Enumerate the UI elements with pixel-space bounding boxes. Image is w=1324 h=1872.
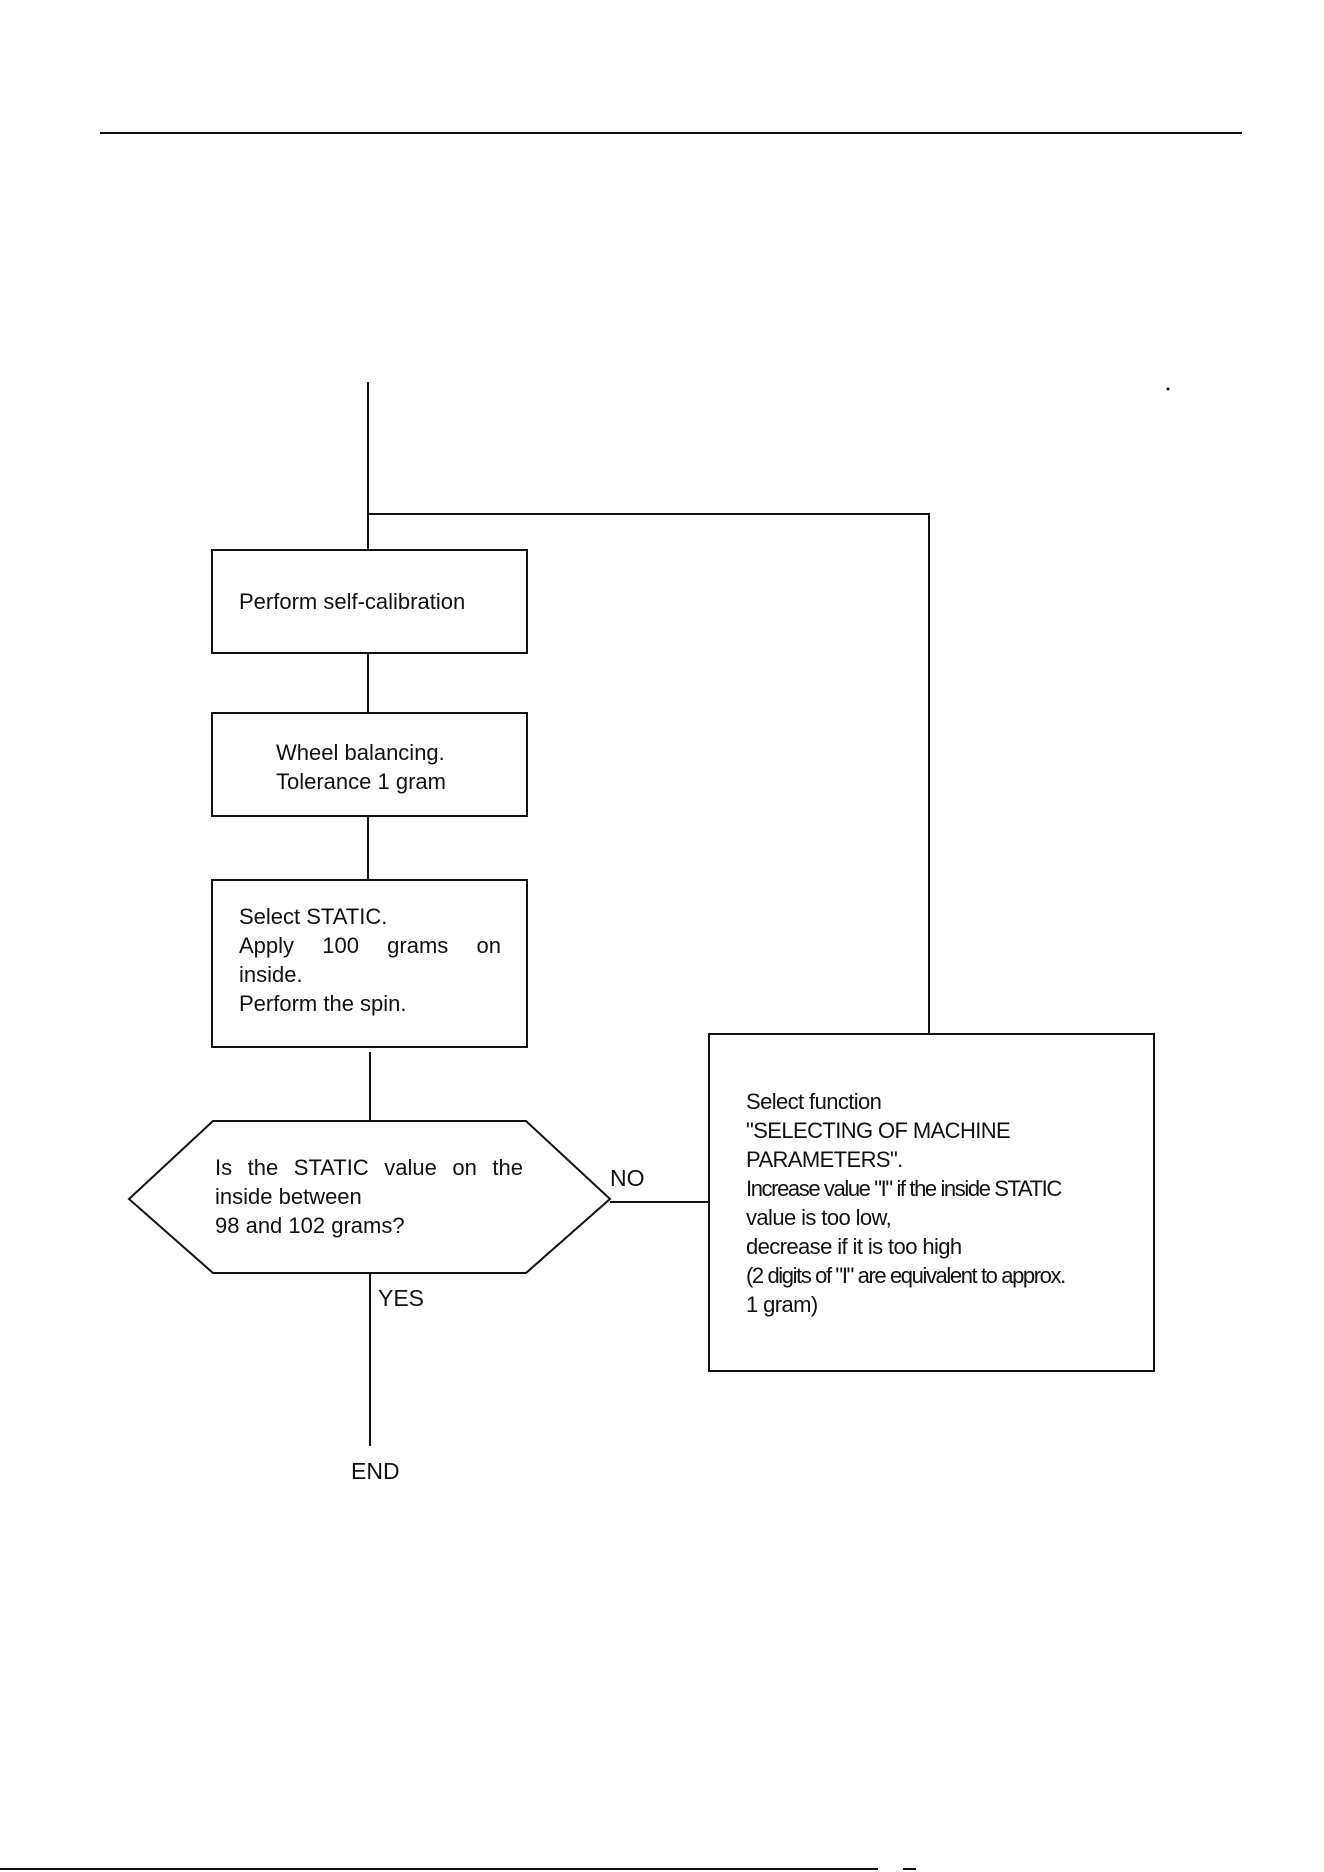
decision-text: Is the STATIC value on the inside betwee… (215, 1153, 523, 1240)
decision-shape (127, 1120, 612, 1274)
connector-loop-back (368, 513, 930, 1034)
box-adjust-parameters (708, 1033, 1155, 1372)
select-static-line-2: Apply 100 grams on (239, 933, 501, 958)
no-label: NO (610, 1165, 645, 1191)
box-wheel-balancing (211, 712, 528, 817)
decision-line-1: Is the STATIC value on the (215, 1155, 523, 1180)
select-static-text: Select STATIC. Apply 100 grams on inside… (239, 902, 501, 1018)
decision-line-3: 98 and 102 grams? (215, 1213, 405, 1238)
yes-label: YES (378, 1285, 425, 1311)
adjust-line-4: Increase value "I" if the inside STATIC (746, 1176, 1062, 1201)
adjust-line-7: (2 digits of "I" are equivalent to appro… (746, 1263, 1066, 1288)
select-static-line-4: Perform the spin. (239, 991, 407, 1016)
select-static-line-3: inside. (239, 962, 303, 987)
self-calibration-text: Perform self-calibration (239, 587, 465, 616)
wheel-balancing-line-1: Wheel balancing. (276, 740, 445, 765)
box-select-static (211, 879, 528, 1048)
adjust-line-3: PARAMETERS". (746, 1147, 903, 1172)
select-static-line-1: Select STATIC. (239, 904, 388, 929)
wheel-balancing-text: Wheel balancing. Tolerance 1 gram (276, 738, 446, 796)
end-label: END (351, 1458, 400, 1484)
adjust-line-6: decrease if it is too high (746, 1234, 962, 1259)
self-calibration-line: Perform self-calibration (239, 589, 466, 614)
adjust-line-2: "SELECTING OF MACHINE (746, 1118, 1011, 1143)
adjust-line-5: value is too low, (746, 1205, 892, 1230)
adjust-line-1: Select function (746, 1089, 882, 1114)
adjust-line-8: 1 gram) (746, 1292, 818, 1317)
box-self-calibration (211, 549, 528, 654)
wheel-balancing-line-2: Tolerance 1 gram (276, 769, 446, 794)
stray-dot (1166, 387, 1170, 391)
decision-line-2: inside between (215, 1184, 362, 1209)
adjust-parameters-text: Select function "SELECTING OF MACHINE PA… (746, 1087, 1146, 1319)
